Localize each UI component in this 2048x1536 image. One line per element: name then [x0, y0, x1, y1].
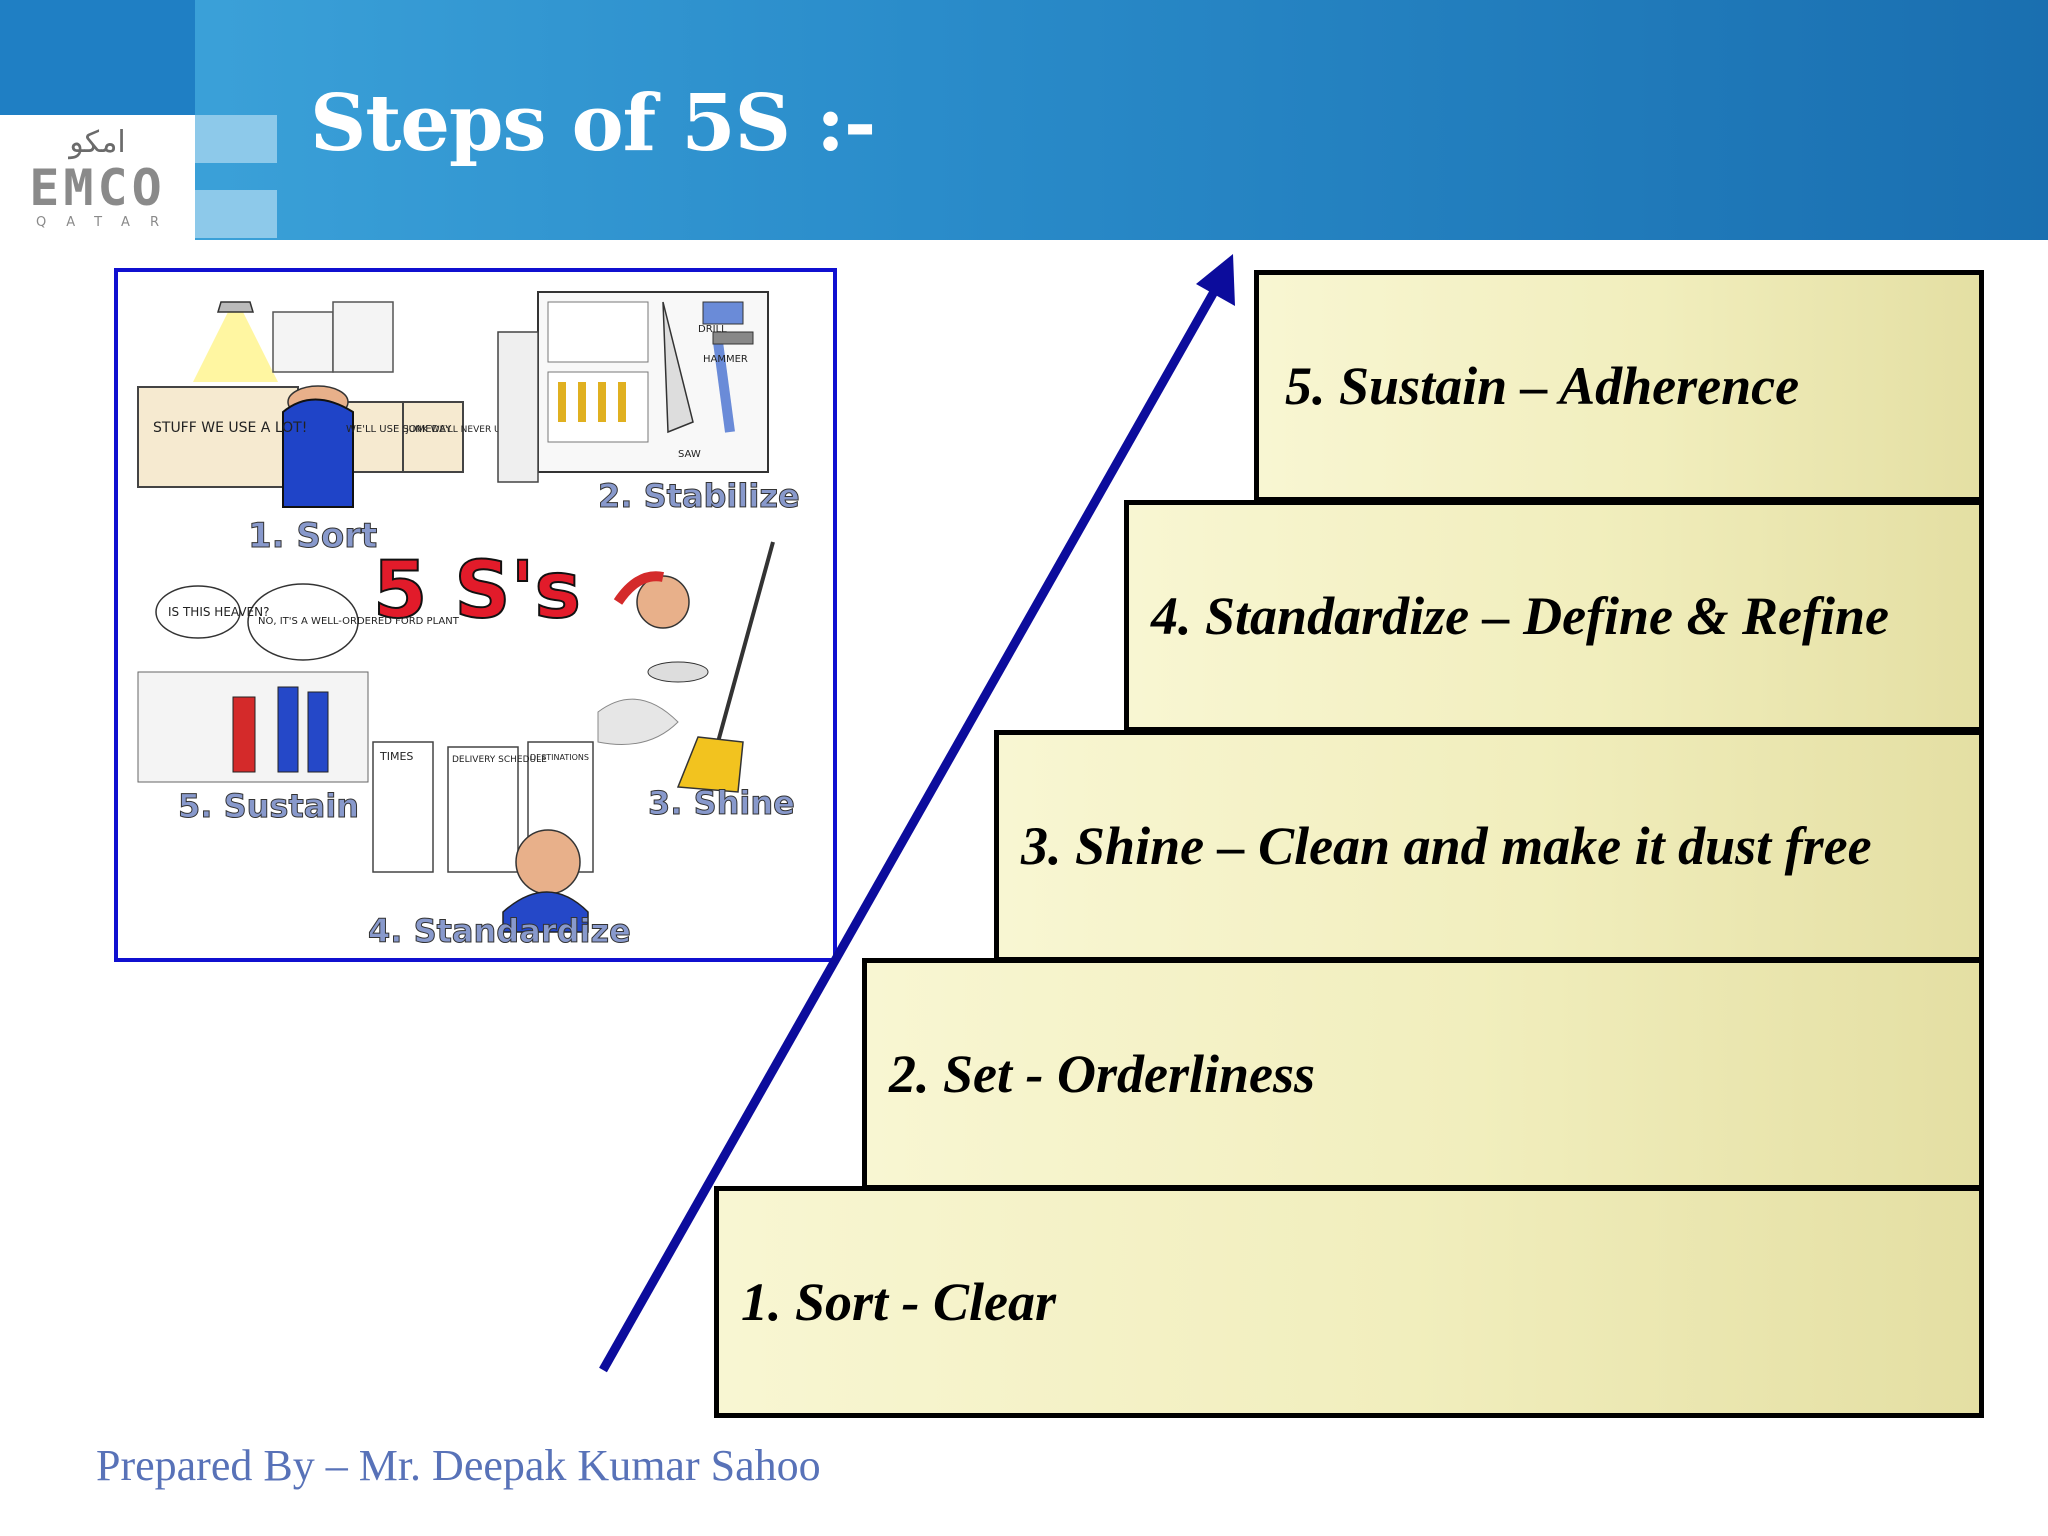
logo-name: EMCO: [29, 158, 166, 217]
label-shine: 3. Shine: [648, 784, 795, 822]
board-caption: TIMES: [379, 750, 413, 763]
header-banner: امكو EMCO QATAR Steps of 5S :-: [0, 0, 2048, 240]
box-caption: STUFF WE USE A LOT!: [153, 420, 307, 436]
label-stabilize: 2. Stabilize: [598, 477, 800, 515]
sustain-scene: IS THIS HEAVEN? NO, IT'S A WELL-ORDERED …: [137, 583, 460, 826]
step-label: 4. Standardize – Define & Refine: [1151, 586, 1889, 646]
tool-caption: HAMMER: [703, 354, 748, 365]
standardize-scene: TIMES DELIVERY SCHEDULE DESTINATIONS 4. …: [368, 741, 631, 951]
shine-scene: 3. Shine: [597, 541, 795, 823]
board-caption: DELIVERY SCHEDULE: [452, 755, 547, 765]
slide-title: Steps of 5S :-: [310, 78, 876, 169]
label-sustain: 5. Sustain: [178, 787, 359, 825]
tool-caption: SAW: [678, 449, 701, 460]
stabilize-scene: DRILL HAMMER SAW 2. Stabilize: [497, 291, 800, 516]
company-logo: امكو EMCO QATAR: [0, 115, 195, 240]
logo-arabic-text: امكو: [69, 124, 126, 160]
sort-scene: STUFF WE USE A LOT! WE'LL USE SOMEDAY JU…: [137, 301, 512, 557]
speech-bubble: IS THIS HEAVEN?: [168, 605, 269, 619]
step-label: 1. Sort - Clear: [741, 1272, 1057, 1332]
tool-caption: DRILL: [698, 324, 727, 335]
header-decoration: [195, 190, 277, 238]
board-caption: DESTINATIONS: [530, 753, 589, 762]
label-sort: 1. Sort: [248, 516, 377, 556]
author-credit: Prepared By – Mr. Deepak Kumar Sahoo: [96, 1441, 821, 1490]
label-standardize: 4. Standardize: [368, 912, 631, 950]
step-label: 3. Shine – Clean and make it dust free: [1021, 816, 1872, 876]
step-standardize: 4. Standardize – Define & Refine: [1124, 500, 1984, 732]
step-label: 5. Sustain – Adherence: [1285, 356, 1800, 416]
step-sustain: 5. Sustain – Adherence: [1254, 270, 1984, 502]
speech-bubble: NO, IT'S A WELL-ORDERED FORD PLANT: [258, 616, 460, 627]
header-decoration: [0, 0, 195, 115]
step-set: 2. Set - Orderliness: [862, 958, 1984, 1190]
box-caption: JUNK WE'LL NEVER USE: [405, 425, 512, 435]
center-label: 5 S's: [373, 546, 581, 636]
five-s-illustration: STUFF WE USE A LOT! WE'LL USE SOMEDAY JU…: [114, 268, 837, 962]
header-decoration: [195, 115, 277, 163]
box-caption: WE'LL USE SOMEDAY: [346, 424, 452, 435]
step-label: 2. Set - Orderliness: [889, 1044, 1316, 1104]
step-sort: 1. Sort - Clear: [714, 1186, 1984, 1418]
logo-subtitle: QATAR: [36, 214, 179, 230]
